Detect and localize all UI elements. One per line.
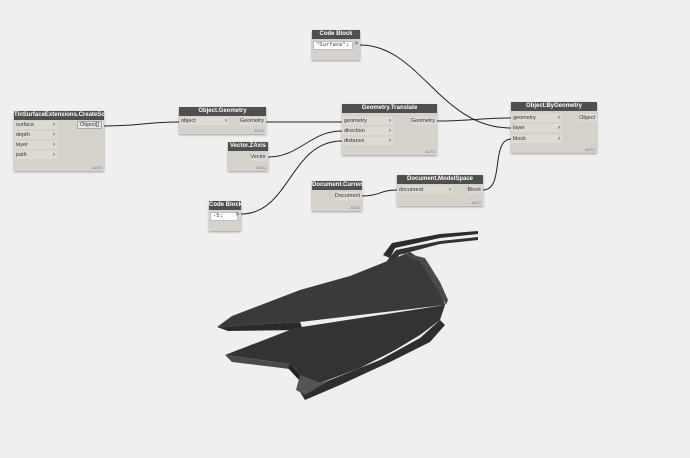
code-editor[interactable]: -5; bbox=[210, 212, 238, 221]
output-port-objects[interactable]: Object[] bbox=[77, 121, 104, 129]
lacing-label: AUTO bbox=[256, 166, 266, 170]
node-title: Document.ModelSpace bbox=[397, 175, 483, 184]
lacing-label: AUTO bbox=[350, 206, 360, 210]
input-port-document[interactable]: document› bbox=[397, 186, 453, 194]
output-port-geometry[interactable]: Geometry bbox=[410, 117, 437, 125]
node-geometry-translate[interactable]: Geometry.Translate geometry› direction› … bbox=[342, 104, 437, 155]
input-port-block[interactable]: block› bbox=[511, 135, 562, 143]
wire-doccurrent-to-modelspace bbox=[361, 189, 398, 197]
node-code-block-surface[interactable]: Code Block "Surface"; > bbox=[312, 30, 360, 60]
node-object-geometry[interactable]: Object.Geometry object› Geometry AUTO bbox=[179, 107, 266, 134]
code-editor[interactable]: "Surface"; bbox=[313, 41, 353, 50]
input-port-object[interactable]: object› bbox=[179, 117, 229, 125]
node-code-block-distance[interactable]: Code Block -5; > bbox=[209, 201, 241, 231]
node-object-bygeometry[interactable]: Object.ByGeometry geometry› layer› block… bbox=[511, 102, 597, 153]
wire-zaxis-to-translate-direction bbox=[267, 130, 343, 158]
node-title: TinSurfaceExtensions.CreateSolids bbox=[14, 111, 104, 120]
chevron-right-icon: › bbox=[389, 118, 391, 124]
node-title: Geometry.Translate bbox=[342, 104, 437, 113]
output-port-document[interactable]: Document bbox=[334, 192, 362, 200]
chevron-right-icon: › bbox=[53, 152, 55, 158]
lacing-label: AUTO bbox=[471, 201, 481, 205]
input-port-depth[interactable]: depth› bbox=[14, 131, 57, 139]
chevron-right-icon: › bbox=[53, 132, 55, 138]
lacing-label: AUTO bbox=[585, 148, 595, 152]
input-port-path[interactable]: path› bbox=[14, 151, 57, 159]
wire-codeblock-to-translate-distance bbox=[240, 140, 343, 215]
node-title: Object.Geometry bbox=[179, 107, 266, 116]
input-port-layer[interactable]: layer› bbox=[14, 141, 57, 149]
input-port-surface[interactable]: surface› bbox=[14, 121, 57, 129]
chevron-right-icon: › bbox=[225, 118, 227, 124]
output-port-object[interactable]: Object bbox=[579, 114, 597, 122]
output-port-geometry[interactable]: Geometry bbox=[239, 117, 266, 125]
input-port-direction[interactable]: direction› bbox=[342, 127, 393, 135]
chevron-right-icon: › bbox=[449, 187, 451, 193]
chevron-right-icon: › bbox=[53, 142, 55, 148]
input-port-layer[interactable]: layer› bbox=[511, 124, 562, 132]
node-title: Object.ByGeometry bbox=[511, 102, 597, 111]
wire-createsolids-to-objectgeometry bbox=[103, 121, 180, 127]
chevron-right-icon: › bbox=[389, 128, 391, 134]
chevron-right-icon: › bbox=[53, 122, 55, 128]
chevron-right-icon: › bbox=[558, 136, 560, 142]
lacing-label: AUTO bbox=[254, 129, 264, 133]
input-port-geometry[interactable]: geometry› bbox=[511, 114, 562, 122]
output-port-vector[interactable]: Vector bbox=[250, 153, 268, 161]
extruded-corridor-solid bbox=[217, 231, 478, 400]
output-port[interactable]: > bbox=[235, 212, 239, 218]
node-vector-zaxis[interactable]: Vector.ZAxis Vector AUTO bbox=[228, 142, 268, 171]
wire-modelspace-to-bygeometry-block bbox=[482, 138, 512, 191]
node-title: Code Block bbox=[209, 201, 241, 210]
output-port-block[interactable]: Block bbox=[467, 186, 483, 194]
node-tinsurface-createsolids[interactable]: TinSurfaceExtensions.CreateSolids surfac… bbox=[14, 111, 104, 171]
chevron-right-icon: › bbox=[558, 115, 560, 121]
output-port[interactable]: > bbox=[354, 41, 358, 47]
chevron-right-icon: › bbox=[558, 125, 560, 131]
lacing-label: AUTO bbox=[92, 166, 102, 170]
node-title: Document.Current bbox=[312, 181, 362, 190]
lacing-label: AUTO bbox=[425, 150, 435, 154]
node-title: Code Block bbox=[312, 30, 360, 39]
node-title: Vector.ZAxis bbox=[228, 142, 268, 151]
node-document-current[interactable]: Document.Current Document AUTO bbox=[312, 181, 362, 211]
node-document-modelspace[interactable]: Document.ModelSpace document› Block AUTO bbox=[397, 175, 483, 206]
input-port-distance[interactable]: distance› bbox=[342, 137, 393, 145]
wire-codeblock-surface-to-bygeometry-layer bbox=[359, 44, 512, 129]
chevron-right-icon: › bbox=[389, 138, 391, 144]
input-port-geometry[interactable]: geometry› bbox=[342, 117, 393, 125]
